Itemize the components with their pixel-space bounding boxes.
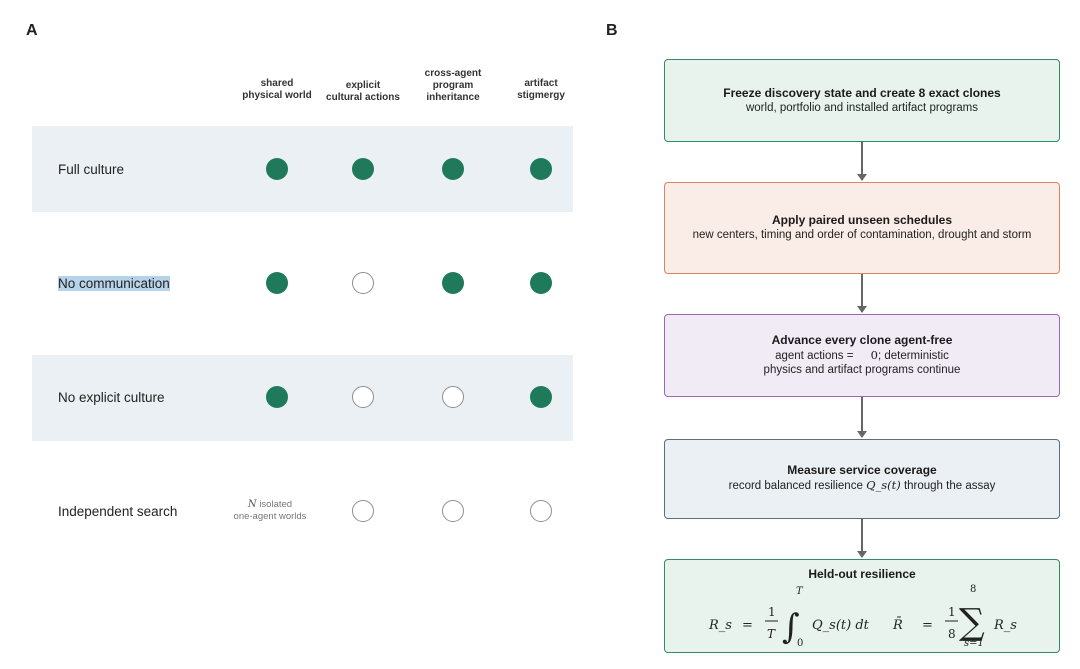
step-body-text: record balanced resilience xyxy=(728,480,863,492)
step-apply-schedules-box: Apply paired unseen schedules new center… xyxy=(664,182,1060,274)
feature-dot xyxy=(530,500,552,522)
column-header-explicit-cultural-actions: explicit cultural actions xyxy=(315,80,411,104)
row-label-independent-search: Independent search xyxy=(58,504,178,519)
column-header-line: stigmergy xyxy=(517,90,565,101)
math-value: 0 xyxy=(870,348,878,362)
column-header-cross-agent-program-inheritance: cross-agent program inheritance xyxy=(405,68,501,104)
feature-dot xyxy=(442,272,464,294)
column-header-line: explicit xyxy=(345,80,381,91)
formula-int-upper: T xyxy=(796,586,804,597)
formula-frac1-num: 1 xyxy=(768,605,776,619)
resilience-formula: R_s = 1 T ∫ T 0 Q_s(t) dt R̄ = 1 8 8 ∑ s… xyxy=(708,584,1017,648)
step-title: Apply paired unseen schedules xyxy=(771,213,953,227)
column-header-shared-physical-world: shared physical world xyxy=(229,78,325,102)
independent-search-note: N isolated one-agent worlds xyxy=(210,499,330,523)
formula-frac1-den: T xyxy=(767,627,776,641)
formula-sum-upper: 8 xyxy=(970,584,976,595)
formula-frac2-den: 8 xyxy=(948,627,956,641)
step-body-line: agent actions = 0; deterministic xyxy=(665,348,1059,363)
step-title: Measure service coverage xyxy=(787,463,937,477)
flow-arrow xyxy=(857,142,867,181)
step-freeze-clones-box: Freeze discovery state and create 8 exac… xyxy=(664,59,1060,142)
column-header-line: program xyxy=(432,80,474,91)
column-header-line: cultural actions xyxy=(326,92,400,103)
formula-equals: = xyxy=(742,618,753,633)
formula-frac2-num: 1 xyxy=(948,605,956,619)
column-header-line: artifact xyxy=(524,78,558,89)
formula-sum-lower: s=1 xyxy=(964,638,984,648)
formula-int-lower: 0 xyxy=(797,638,803,648)
step-title: Advance every clone agent-free xyxy=(771,333,953,347)
panel-b-letter: B xyxy=(606,22,618,39)
feature-dot xyxy=(352,272,374,294)
panel-a-letter: A xyxy=(26,22,38,39)
step-body-text: through the assay xyxy=(903,480,996,492)
step-body-text: agent actions = xyxy=(775,350,854,362)
feature-dot xyxy=(442,386,464,408)
feature-dot xyxy=(442,500,464,522)
feature-dot xyxy=(530,158,552,180)
feature-dot xyxy=(352,158,374,180)
formula-integral-sign: ∫ xyxy=(782,607,800,647)
column-header-line: inheritance xyxy=(426,92,480,103)
step-title: Held-out resilience xyxy=(808,567,916,581)
row-label-no-communication: No communication xyxy=(58,276,170,291)
feature-dot xyxy=(352,500,374,522)
step-body-line: record balanced resilience Q_s(t) throug… xyxy=(665,478,1059,493)
formula-equals: = xyxy=(922,618,933,633)
column-header-artifact-stigmergy: artifact stigmergy xyxy=(493,78,589,102)
column-header-line: physical world xyxy=(242,90,312,101)
step-body: world, portfolio and installed artifact … xyxy=(745,102,979,114)
feature-dot xyxy=(530,386,552,408)
flow-arrow xyxy=(857,397,867,438)
step-body: new centers, timing and order of contami… xyxy=(692,229,1032,241)
note-line: isolated xyxy=(259,499,293,510)
formula-integrand: Q_s(t) dt xyxy=(812,618,870,633)
step-held-out-resilience-box: Held-out resilience xyxy=(664,559,1060,653)
row-label-full-culture: Full culture xyxy=(58,162,125,177)
math-q-s-t: Q_s(t) xyxy=(866,478,901,492)
column-header-line: shared xyxy=(260,78,294,89)
row-band-full-culture xyxy=(32,126,573,212)
step-title: Freeze discovery state and create 8 exac… xyxy=(723,86,1001,100)
row-band-no-explicit-culture xyxy=(32,355,573,441)
formula-lhs2: R̄ xyxy=(892,617,903,633)
step-measure-coverage-box: Measure service coverage record balanced… xyxy=(664,439,1060,519)
step-body-line: physics and artifact programs continue xyxy=(763,364,961,376)
note-symbol: N xyxy=(247,499,257,510)
feature-dot xyxy=(266,158,288,180)
step-body-text: ; deterministic xyxy=(877,350,949,362)
flow-arrow xyxy=(857,519,867,558)
row-label-no-explicit-culture: No explicit culture xyxy=(58,390,165,405)
formula-sum-sign: ∑ xyxy=(959,602,985,643)
feature-dot xyxy=(352,386,374,408)
flow-arrow xyxy=(857,274,867,313)
formula-lhs1: R_s xyxy=(708,618,732,633)
formula-summand: R_s xyxy=(993,618,1017,633)
feature-dot xyxy=(266,272,288,294)
step-advance-clones-box: Advance every clone agent-free agent act… xyxy=(664,314,1060,397)
note-line: one-agent worlds xyxy=(233,511,307,522)
feature-dot xyxy=(266,386,288,408)
feature-dot xyxy=(442,158,464,180)
column-header-line: cross-agent xyxy=(424,68,482,79)
feature-dot xyxy=(530,272,552,294)
